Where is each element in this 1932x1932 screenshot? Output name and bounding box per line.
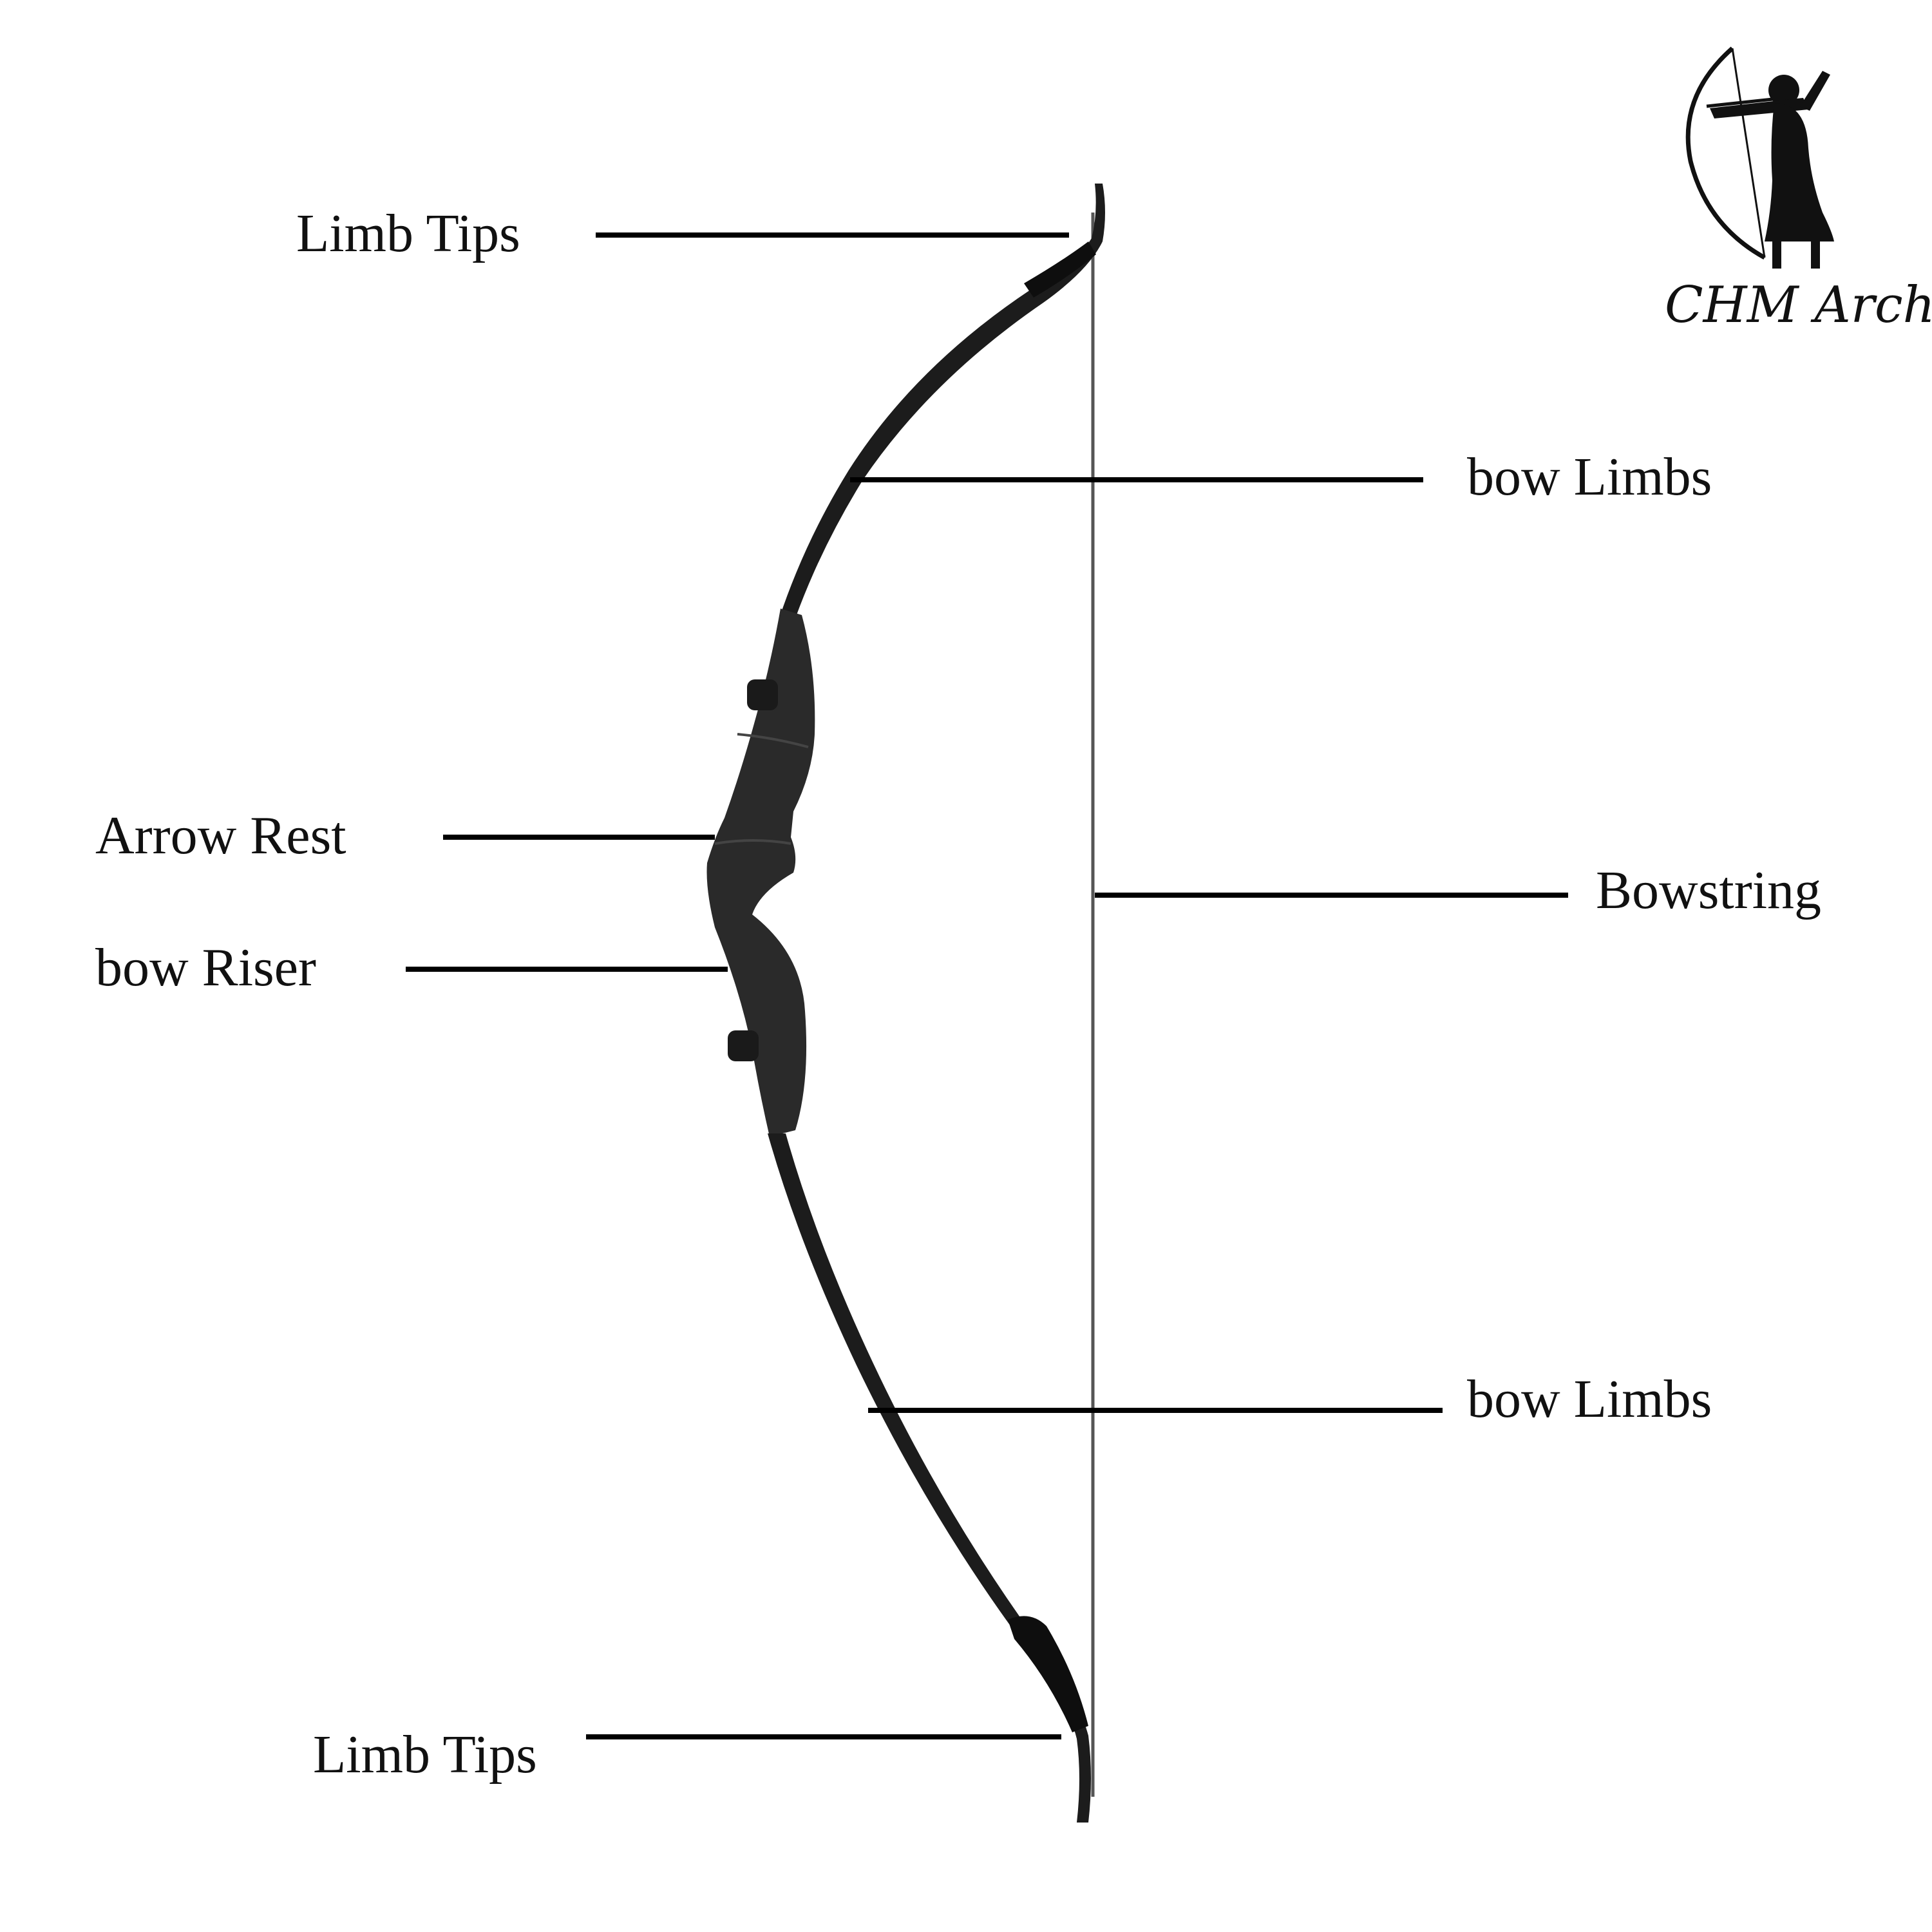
label-limb-tips-top: Limb Tips (296, 204, 520, 263)
upper-limb (779, 184, 1105, 618)
riser-grip-line (737, 733, 809, 748)
bow-riser (706, 609, 815, 1137)
riser-shelf-line (714, 839, 791, 845)
label-bowstring: Bowstring (1596, 860, 1821, 920)
label-limb-tips-bottom: Limb Tips (313, 1725, 537, 1785)
label-arrow-rest: Arrow Rest (95, 806, 346, 866)
riser-knob-lower (728, 1030, 759, 1061)
label-bow-riser: bow Riser (95, 938, 316, 998)
riser-knob-upper (747, 679, 778, 710)
lower-limb-tip (1008, 1616, 1088, 1732)
logo-text: CHM Archery (1665, 276, 1932, 334)
archer-silhouette-icon (1685, 46, 1834, 269)
lower-limb (768, 1133, 1091, 1823)
label-bow-limbs-upper: bow Limbs (1467, 447, 1712, 507)
upper-limb-tip (1024, 242, 1096, 298)
label-bow-limbs-lower: bow Limbs (1467, 1369, 1712, 1429)
